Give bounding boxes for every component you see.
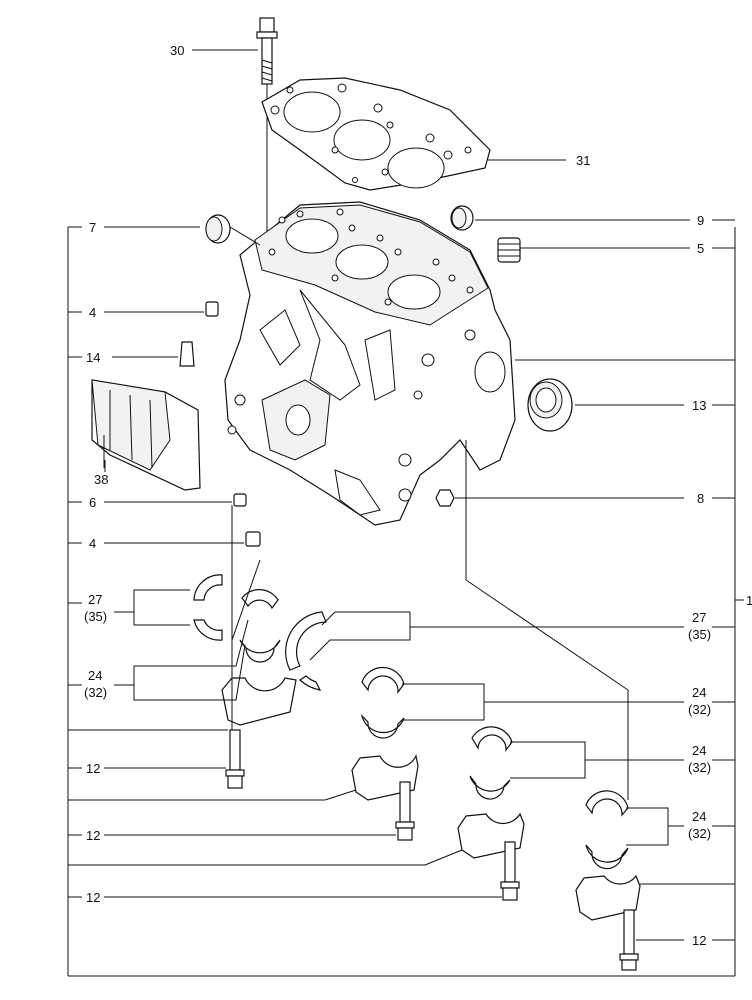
bearing-24-center-b <box>469 726 513 800</box>
plug-5 <box>497 237 521 263</box>
callout-13: 13 <box>692 398 706 413</box>
callout-12-b: 12 <box>86 828 100 843</box>
thrust-washer-27-left <box>193 574 223 641</box>
head-gasket-31 <box>261 77 491 191</box>
callout-7: 7 <box>89 220 96 235</box>
plug-4-lower <box>245 531 261 547</box>
main-cap-left <box>221 677 297 726</box>
callout-32-r3: (32) <box>688 826 711 841</box>
callout-12-d: 12 <box>692 933 706 948</box>
callout-5: 5 <box>697 241 704 256</box>
plug-4-upper <box>205 301 219 317</box>
callout-24-r2: 24 <box>692 743 706 758</box>
head-bolt-30 <box>256 17 278 240</box>
main-cap-right <box>575 874 641 921</box>
callout-1: 1 <box>746 593 752 608</box>
bearing-24-left-pair <box>239 589 281 663</box>
bearing-24-right <box>585 790 629 870</box>
callout-12-a: 12 <box>86 761 100 776</box>
bolt-12-a <box>225 729 245 789</box>
plug-8 <box>435 489 455 507</box>
bolt-12-c <box>500 841 520 901</box>
bolt-12-d <box>619 909 639 971</box>
callout-32-r2: (32) <box>688 760 711 775</box>
callout-4-lower: 4 <box>89 536 96 551</box>
bushing-13 <box>527 378 573 432</box>
callout-6: 6 <box>89 495 96 510</box>
bolt-12-b <box>395 781 415 841</box>
plug-6 <box>233 493 247 507</box>
assembly-bracket <box>67 227 744 977</box>
callout-9: 9 <box>697 213 704 228</box>
callout-labels: 30 31 7 9 5 4 14 13 38 6 8 4 1 27 (35) 2… <box>84 43 752 948</box>
callout-32-left: (32) <box>84 685 107 700</box>
callout-27-right: 27 <box>692 610 706 625</box>
thrust-washer-27-mid <box>285 611 327 691</box>
callout-35-right: (35) <box>688 627 711 642</box>
callout-32-r1: (32) <box>688 702 711 717</box>
callout-24-r3: 24 <box>692 809 706 824</box>
callout-14: 14 <box>86 350 100 365</box>
callout-8: 8 <box>697 491 704 506</box>
callout-30: 30 <box>170 43 184 58</box>
bearing-24-center-a <box>360 666 405 739</box>
callout-24-left: 24 <box>88 668 102 683</box>
cover-38 <box>91 379 201 491</box>
cylinder-block <box>224 201 516 526</box>
leader-lines <box>68 49 735 941</box>
callout-4-upper: 4 <box>89 305 96 320</box>
plug-14 <box>179 341 195 367</box>
plug-7 <box>205 214 231 244</box>
callout-35-left: (35) <box>84 609 107 624</box>
callout-27-left: 27 <box>88 592 102 607</box>
callout-12-c: 12 <box>86 890 100 905</box>
callout-24-r1: 24 <box>692 685 706 700</box>
callout-38: 38 <box>94 472 108 487</box>
callout-31: 31 <box>576 153 590 168</box>
plug-9 <box>450 205 474 231</box>
